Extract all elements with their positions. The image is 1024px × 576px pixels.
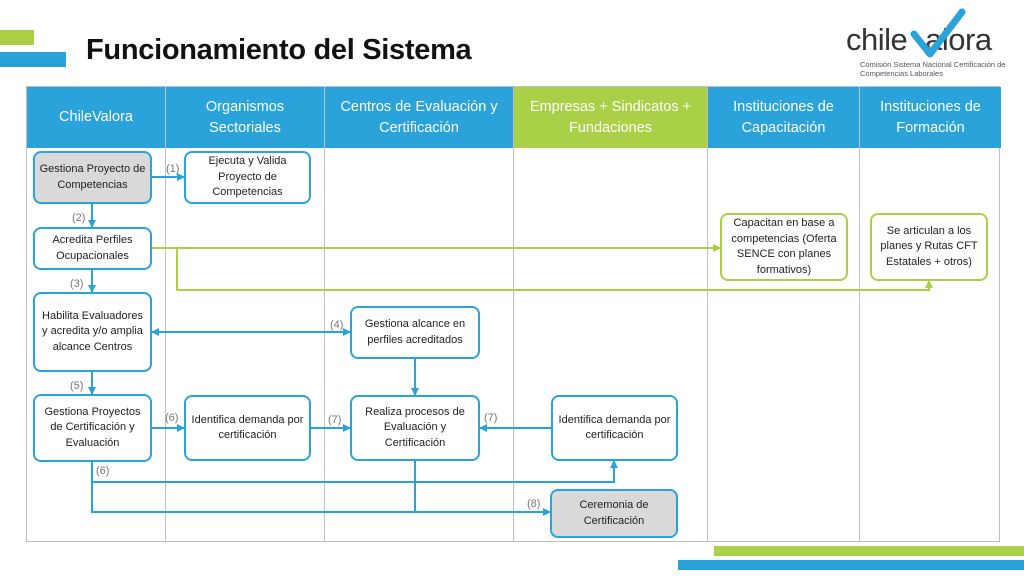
box-identifica-empresas: Identifica demanda por certificación [551, 395, 678, 461]
page-title: Funcionamiento del Sistema [86, 34, 472, 66]
box-ceremonia: Ceremonia de Certificación [550, 489, 678, 538]
lane-organismos-sectoriales: Organismos Sectoriales [166, 87, 325, 541]
lane-header-formacion: Instituciones de Formación [860, 87, 1001, 148]
lane-header-centros: Centros de Evaluación y Certificación [325, 87, 513, 148]
step-label-7a: (7) [328, 414, 342, 426]
step-label-6b: (6) [96, 465, 110, 477]
box-habilita: Habilita Evaluadores y acredita y/o ampl… [33, 292, 152, 372]
decorative-blue-bar [0, 52, 66, 67]
lane-header-empresas: Empresas + Sindicatos + Fundaciones [514, 87, 707, 148]
lane-instituciones-formacion: Instituciones de Formación [860, 87, 1001, 541]
lane-header-chilevalora: ChileValora [27, 87, 165, 148]
lane-centros-evaluacion: Centros de Evaluación y Certificación [325, 87, 514, 541]
step-label-3: (3) [70, 278, 84, 290]
chilevalora-logo: chileValora Comisión Sistema Nacional Ce… [842, 8, 1018, 82]
step-label-6a: (6) [165, 412, 179, 424]
swimlane-table: ChileValora Organismos Sectoriales Centr… [26, 86, 1001, 542]
box-gestiona-proyecto: Gestiona Proyecto de Competencias [33, 151, 152, 204]
box-se-articulan: Se articulan a los planes y Rutas CFT Es… [870, 213, 988, 281]
step-label-1: (1) [166, 163, 180, 175]
lane-header-organismos: Organismos Sectoriales [166, 87, 324, 148]
step-label-8: (8) [527, 498, 541, 510]
logo-subtitle: Comisión Sistema Nacional Certificación … [860, 60, 1006, 78]
decorative-blue-bar-bottom [678, 560, 1024, 570]
box-gestiona-alcance: Gestiona alcance en perfiles acreditados [350, 306, 480, 359]
decorative-green-bar [0, 30, 34, 45]
lane-empresas: Empresas + Sindicatos + Fundaciones [514, 87, 708, 541]
box-acredita-perfiles: Acredita Perfiles Ocupacionales [33, 227, 152, 270]
checkmark-icon [910, 8, 966, 58]
box-identifica-organismos: Identifica demanda por certificación [184, 395, 311, 461]
box-realiza-procesos: Realiza procesos de Evaluación y Certifi… [350, 395, 480, 461]
step-label-5: (5) [70, 380, 84, 392]
logo-wordmark: chileValora [846, 22, 992, 57]
box-gestiona-proyectos-cert: Gestiona Proyectos de Certificación y Ev… [33, 394, 152, 462]
box-ejecuta-valida: Ejecuta y Valida Proyecto de Competencia… [184, 151, 311, 204]
decorative-green-bar-bottom [714, 546, 1024, 556]
step-label-4: (4) [330, 319, 344, 331]
step-label-7b: (7) [484, 412, 498, 424]
box-capacitan: Capacitan en base a competencias (Oferta… [720, 213, 848, 281]
lane-header-capacitacion: Instituciones de Capacitación [708, 87, 859, 148]
lane-chilevalora: ChileValora [27, 87, 166, 541]
lane-instituciones-capacitacion: Instituciones de Capacitación [708, 87, 860, 541]
step-label-2: (2) [72, 212, 86, 224]
